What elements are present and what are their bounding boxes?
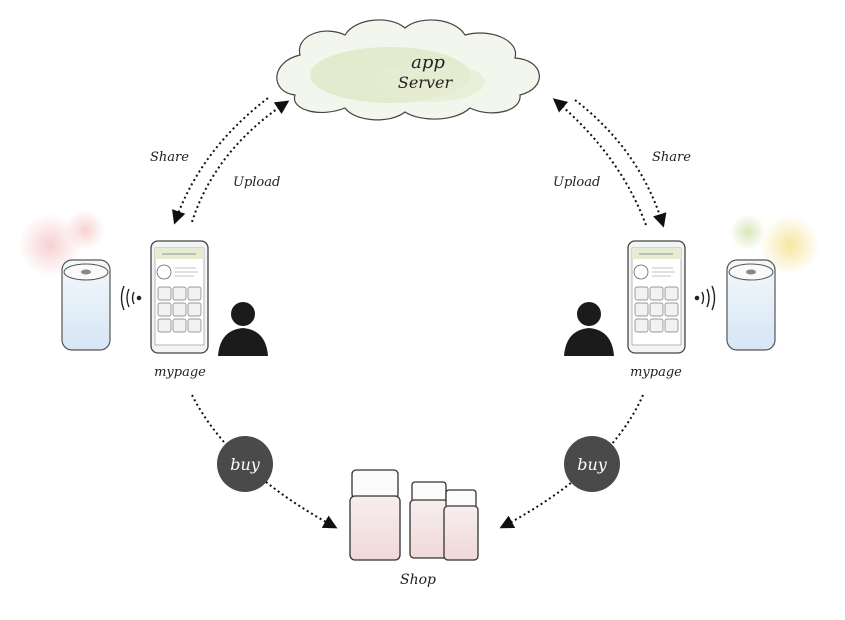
shop-label: Shop xyxy=(400,572,436,588)
left-upload-label: Upload xyxy=(233,175,280,190)
phone-icon xyxy=(627,240,686,354)
left-share-label: Share xyxy=(150,150,189,165)
left-user-group: mypage xyxy=(18,210,268,380)
arrow-upload-left xyxy=(191,100,290,223)
right-user-group: mypage xyxy=(564,214,820,380)
right-upload-label: Upload xyxy=(553,175,600,190)
arrow-share-left xyxy=(172,97,269,225)
arrow-buy-right xyxy=(499,394,644,529)
right-phone-label: mypage xyxy=(630,365,682,380)
scent-cloud xyxy=(730,214,766,250)
bottle-icon xyxy=(443,489,479,561)
cloud-line1: app xyxy=(411,52,445,73)
left-buy-label: buy xyxy=(230,455,261,474)
left-phone-label: mypage xyxy=(154,365,206,380)
phone-icon xyxy=(150,240,209,354)
right-buy-label: buy xyxy=(577,455,608,474)
left-buy-badge: buy xyxy=(217,436,273,492)
scent-cloud xyxy=(760,215,820,275)
scent-cloud xyxy=(65,210,105,250)
signal-icon xyxy=(120,285,142,311)
arrow-share-right xyxy=(574,99,667,228)
right-share-label: Share xyxy=(652,150,691,165)
bottle-icon xyxy=(409,481,449,559)
signal-icon xyxy=(694,285,716,311)
arrow-buy-left xyxy=(191,394,338,529)
cloud-line2: Server xyxy=(398,73,454,92)
person-icon xyxy=(218,302,268,356)
diffuser-icon xyxy=(61,259,111,351)
diffuser-icon xyxy=(726,259,776,351)
shop-products: Shop xyxy=(349,469,479,588)
right-buy-badge: buy xyxy=(564,436,620,492)
arrow-upload-right xyxy=(552,98,647,226)
person-icon xyxy=(564,302,614,356)
cloud-server: app Server xyxy=(276,19,540,121)
bottle-icon xyxy=(349,469,401,561)
